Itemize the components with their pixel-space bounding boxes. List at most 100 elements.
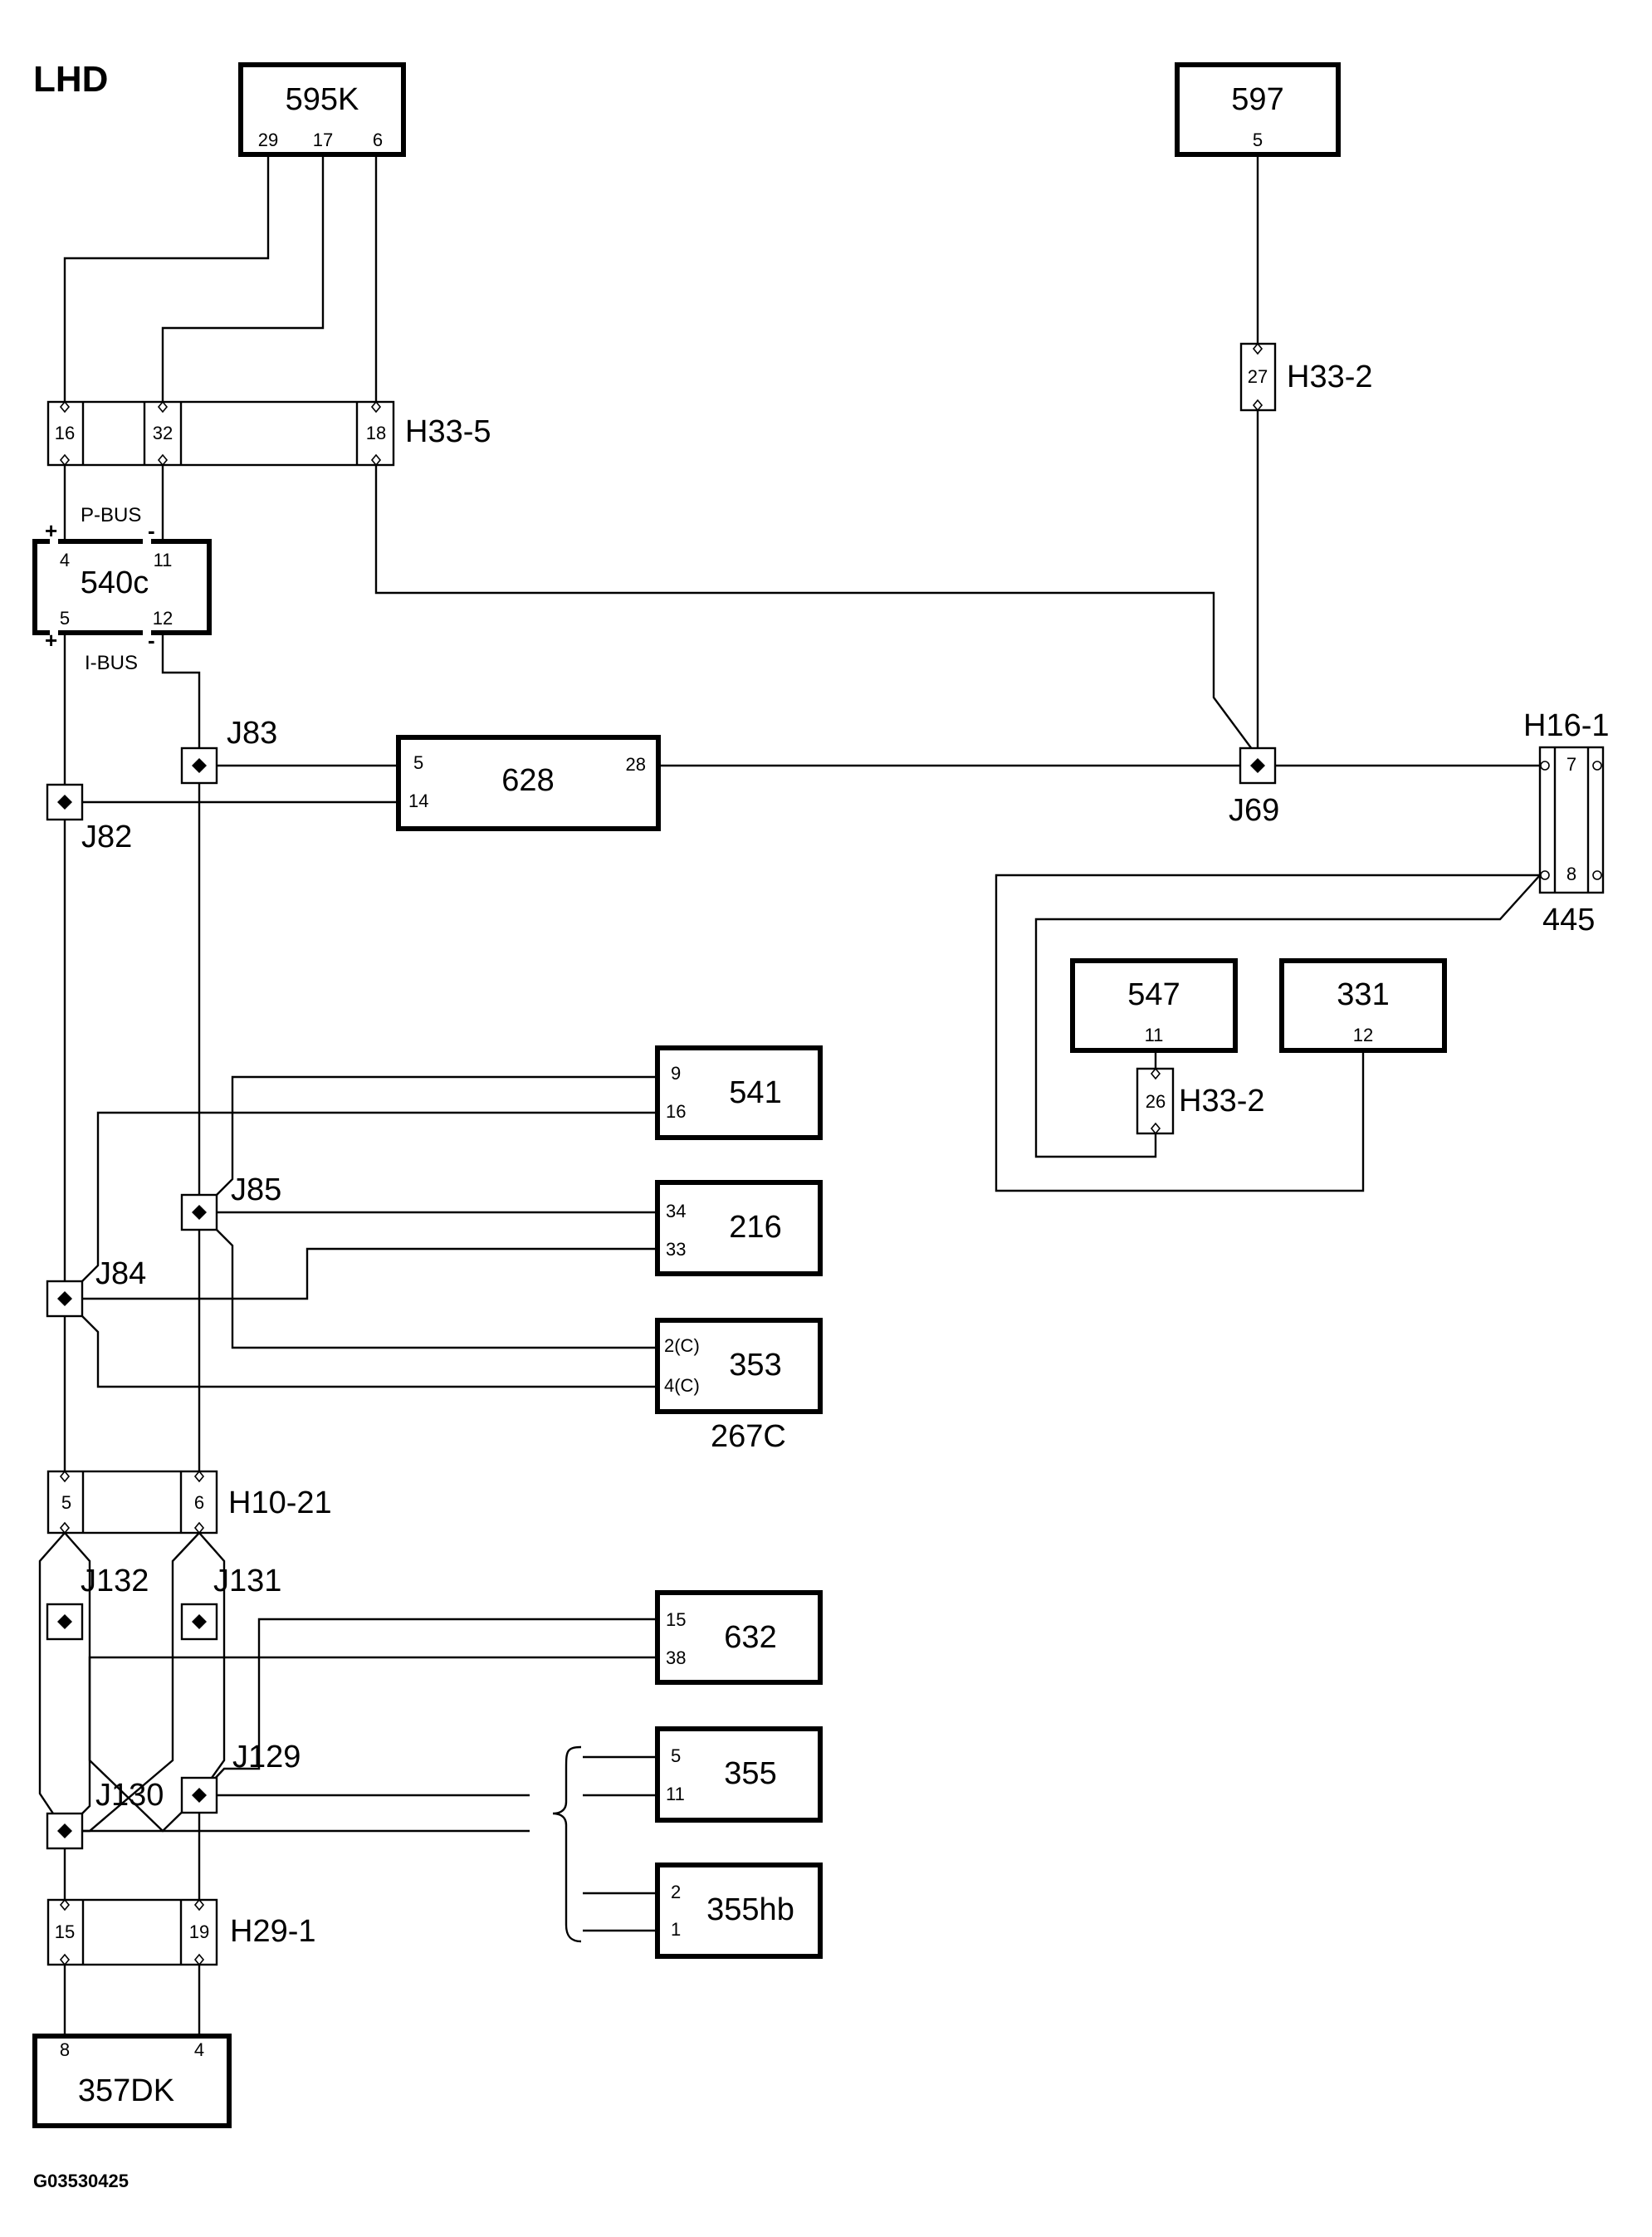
pbus-minus-sign: - <box>148 518 155 543</box>
pin-label: 2 <box>671 1882 681 1902</box>
ibus-plus-sign: + <box>45 628 57 653</box>
pin-label: 38 <box>666 1647 686 1668</box>
pin-label: 16 <box>55 423 75 443</box>
junction-label: J131 <box>213 1564 281 1598</box>
pin-label: 27 <box>1248 366 1268 387</box>
component-267c-label: 267C <box>711 1419 786 1454</box>
pin-label: 4(C) <box>664 1375 700 1396</box>
pin-label: 11 <box>666 1784 685 1804</box>
wire-j84-216-33 <box>65 1247 657 1300</box>
pbus-plus-sign: + <box>45 518 57 543</box>
component-541: 541 9 16 <box>655 1045 823 1140</box>
component-label: 628 <box>501 763 554 798</box>
connector-h10-21: 5 6 H10-21 <box>46 1470 332 1535</box>
junction-label: J85 <box>231 1172 281 1207</box>
component-353: 353 2(C) 4(C) <box>655 1318 823 1414</box>
junction-label: J69 <box>1229 793 1279 828</box>
pin-label: 15 <box>55 1921 75 1942</box>
connector-label: H16-1 <box>1523 708 1610 743</box>
connector-h33-2-upper: 27 H33-2 <box>1239 342 1373 412</box>
wire-j85-353-2c <box>198 1212 657 1349</box>
junction-j85: J85 <box>180 1172 281 1231</box>
pin-label: 6 <box>194 1492 204 1513</box>
pin-label: 6 <box>373 130 383 150</box>
component-label: 355 <box>724 1756 776 1791</box>
pin-label: 8 <box>60 2039 70 2060</box>
junction-j84: J84 <box>46 1256 146 1318</box>
pin-label: 18 <box>366 423 386 443</box>
junction-j82: J82 <box>46 783 132 854</box>
pin-label: 34 <box>666 1201 686 1221</box>
pin-label: 9 <box>671 1063 681 1084</box>
connector-h16-1: 7 8 H16-1 <box>1523 708 1610 894</box>
component-label: 331 <box>1337 977 1389 1012</box>
pin-label: 19 <box>189 1921 209 1942</box>
diagram-title: LHD <box>33 59 108 100</box>
junction-j130: J130 <box>46 1778 164 1850</box>
connector-h29-1: 15 19 H29-1 <box>46 1898 316 1966</box>
ibus-minus-sign: - <box>148 628 155 653</box>
pbus-label: P-BUS <box>81 504 141 526</box>
component-597: 597 5 <box>1175 62 1341 157</box>
pin-label: 32 <box>153 423 173 443</box>
ibus-label: I-BUS <box>85 652 138 674</box>
pin-label: 33 <box>666 1239 686 1260</box>
component-label: 541 <box>729 1075 781 1110</box>
pin-label: 29 <box>258 130 278 150</box>
pin-label: 14 <box>408 791 428 811</box>
connector-h33-2-lower: 26 H33-2 <box>1136 1067 1265 1135</box>
pin-label: 11 <box>154 550 173 570</box>
pin-label: 28 <box>626 754 646 775</box>
junction-j83: J83 <box>180 716 277 785</box>
component-628: 628 5 14 28 <box>396 735 661 831</box>
pin-label: 5 <box>1253 130 1263 150</box>
pin-label: 1 <box>671 1919 681 1940</box>
brace <box>552 1745 582 1943</box>
wire-h10-21-5-j130-a <box>38 1532 66 1832</box>
connector-label: H33-2 <box>1179 1084 1265 1118</box>
junction-label: J82 <box>81 820 132 854</box>
wire-j84-353-4c <box>64 1298 657 1388</box>
connector-label: H10-21 <box>228 1486 332 1520</box>
component-label: 595K <box>286 82 359 117</box>
junction-label: J130 <box>95 1778 164 1813</box>
component-331: 331 12 <box>1279 958 1447 1053</box>
pin-label: 7 <box>1566 754 1576 775</box>
component-445-label: 445 <box>1542 903 1595 937</box>
component-547: 547 11 <box>1070 958 1238 1053</box>
component-216: 216 34 33 <box>655 1180 823 1276</box>
component-label: 632 <box>724 1620 776 1655</box>
component-357dk: 357DK 8 4 <box>32 2034 232 2128</box>
figure-id: G03530425 <box>33 2171 129 2191</box>
junction-label: J129 <box>232 1740 301 1774</box>
pin-label: 17 <box>313 130 333 150</box>
pin-label: 5 <box>61 1492 71 1513</box>
junction-j132: J132 <box>46 1564 149 1641</box>
junction-label: J132 <box>81 1564 149 1598</box>
pin-label: 12 <box>1353 1025 1373 1045</box>
junction-j129: J129 <box>180 1740 301 1814</box>
component-label: 216 <box>729 1210 781 1245</box>
component-632: 632 15 38 <box>655 1590 823 1685</box>
pin-label: 2(C) <box>664 1335 700 1356</box>
pin-label: 5 <box>60 608 70 629</box>
component-label: 357DK <box>78 2073 174 2108</box>
component-540c: 540c 4 11 5 12 <box>32 536 212 639</box>
pin-label: 8 <box>1566 864 1576 884</box>
pin-label: 4 <box>60 550 70 570</box>
connector-h33-5: 16 32 18 H33-5 <box>46 400 491 467</box>
pin-label: 15 <box>666 1609 686 1630</box>
pin-label: 4 <box>194 2039 204 2060</box>
pin-label: 5 <box>671 1745 681 1766</box>
pin-label: 5 <box>413 752 423 773</box>
junction-label: J83 <box>227 716 277 751</box>
component-label: 540c <box>81 565 149 600</box>
pin-label: 16 <box>666 1101 686 1122</box>
component-595k: 595K 29 17 6 <box>238 62 406 157</box>
connector-label: H33-2 <box>1287 360 1373 394</box>
wire-ibus-minus <box>161 631 201 1485</box>
connector-label: H33-5 <box>405 414 491 449</box>
pin-label: 11 <box>1145 1025 1164 1045</box>
component-label: 547 <box>1127 977 1180 1012</box>
